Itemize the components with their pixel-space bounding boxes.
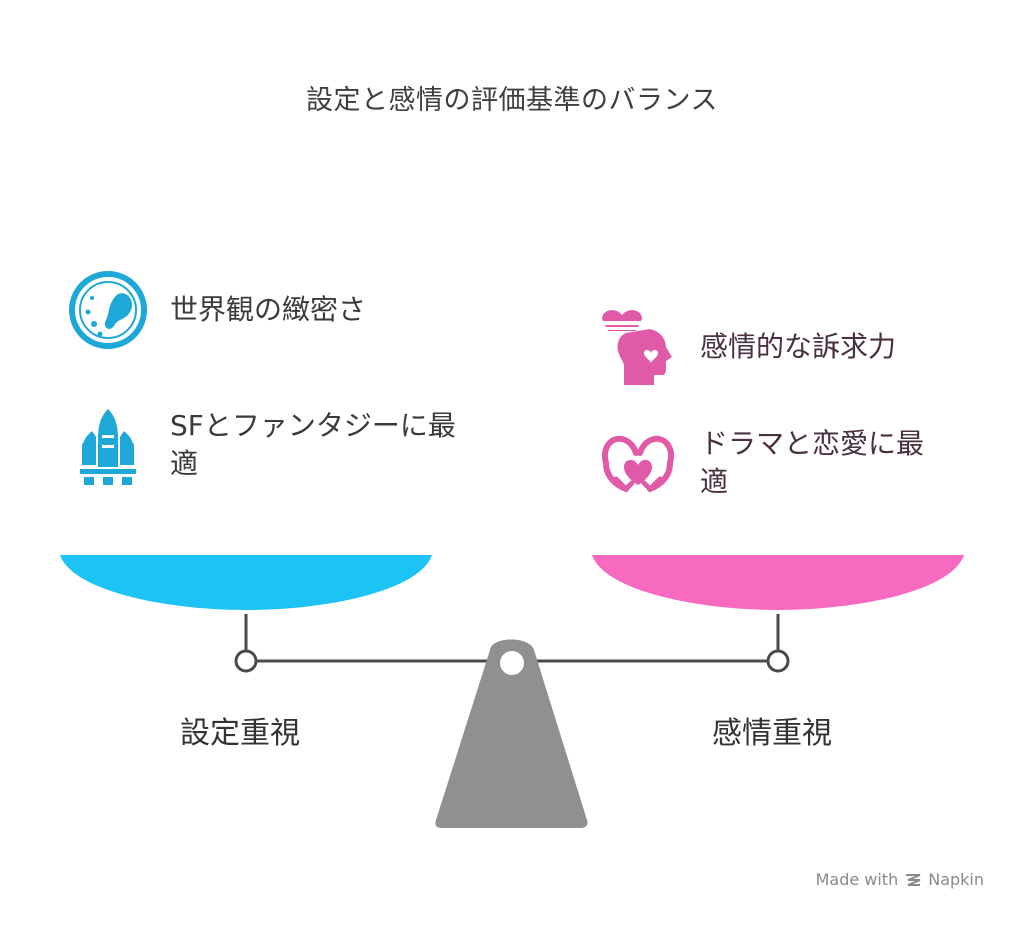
planet-icon bbox=[69, 271, 147, 349]
right-label: 感情重視 bbox=[712, 716, 832, 751]
right-item-1-text: 感情的な訴求力 bbox=[700, 330, 897, 363]
left-item-2: SFとファンタジーに最適 bbox=[66, 405, 480, 489]
fulcrum bbox=[435, 639, 588, 828]
right-pivot bbox=[766, 649, 790, 673]
right-item-1: 感情的な訴求力 bbox=[596, 305, 896, 389]
footer-made-with: Made with bbox=[815, 870, 899, 889]
left-item-1: 世界観の緻密さ bbox=[66, 268, 366, 352]
left-item-2-text: SFとファンタジーに最適 bbox=[170, 409, 456, 480]
napkin-logo-icon bbox=[906, 873, 921, 886]
right-item-2-text: ドラマと恋愛に最適 bbox=[700, 427, 925, 498]
left-label: 設定重視 bbox=[180, 716, 300, 751]
right-item-2: ドラマと恋愛に最適 bbox=[596, 423, 950, 507]
left-pivot bbox=[234, 649, 258, 673]
diagram-title: 設定と感情の評価基準のバランス bbox=[306, 85, 718, 116]
footer-brand: Napkin bbox=[928, 870, 984, 889]
heart-head-icon bbox=[600, 310, 672, 385]
left-pan bbox=[60, 555, 432, 610]
left-item-1-text: 世界観の緻密さ bbox=[170, 293, 367, 326]
hands-heart-icon bbox=[602, 435, 674, 493]
fulcrum-hole bbox=[500, 651, 524, 675]
footer-watermark: Made with Napkin bbox=[816, 870, 984, 889]
right-pan bbox=[592, 555, 964, 610]
rocket-icon bbox=[80, 409, 136, 485]
